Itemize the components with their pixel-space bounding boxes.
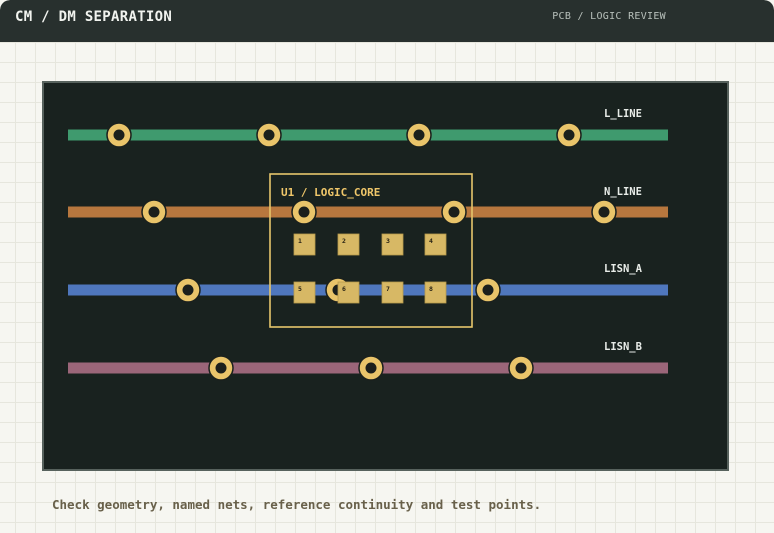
- net-label: LISN_B: [604, 341, 642, 353]
- pin-3[interactable]: 3: [381, 233, 404, 256]
- test-point[interactable]: [358, 355, 384, 381]
- pin-pad[interactable]: [293, 233, 316, 256]
- pin-pad[interactable]: [337, 281, 360, 304]
- test-point-hole: [482, 284, 494, 296]
- test-point-hole: [113, 129, 125, 141]
- pin-5[interactable]: 5: [293, 281, 316, 304]
- component-u1[interactable]: U1 / LOGIC_CORE: [269, 173, 473, 328]
- pin-7[interactable]: 7: [381, 281, 404, 304]
- pin-number: 8: [429, 285, 433, 293]
- pcb-board[interactable]: L_LINE N_LINE LISN_A LISN_B U1 / LOGIC_CORE 1…: [42, 81, 729, 471]
- test-point[interactable]: [256, 122, 282, 148]
- pin-number: 5: [298, 285, 302, 293]
- test-point[interactable]: [208, 355, 234, 381]
- test-point[interactable]: [106, 122, 132, 148]
- pin-pad[interactable]: [381, 281, 404, 304]
- pin-1[interactable]: 1: [293, 233, 316, 256]
- component-label: U1 / LOGIC_CORE: [281, 186, 380, 199]
- page-title: CM / DM SEPARATION: [15, 9, 173, 25]
- test-point[interactable]: [406, 122, 432, 148]
- pin-pad[interactable]: [424, 233, 447, 256]
- test-point[interactable]: [591, 199, 617, 225]
- net-label: L_LINE: [604, 108, 642, 120]
- pin-pad[interactable]: [381, 233, 404, 256]
- net-label: N_LINE: [604, 186, 642, 198]
- net-lisn-a[interactable]: LISN_A: [68, 263, 668, 296]
- pin-6[interactable]: 6: [337, 281, 360, 304]
- test-point-hole: [263, 129, 275, 141]
- net-n-line[interactable]: N_LINE: [68, 186, 668, 218]
- pin-number: 1: [298, 237, 302, 245]
- pin-number: 3: [386, 237, 390, 245]
- pin-8[interactable]: 8: [424, 281, 447, 304]
- test-point-hole: [298, 206, 310, 218]
- test-point-hole: [598, 206, 610, 218]
- pin-number: 6: [342, 285, 346, 293]
- trace-l-line[interactable]: [68, 129, 668, 141]
- test-point[interactable]: [475, 277, 501, 303]
- pin-number: 7: [386, 285, 390, 293]
- test-point-hole: [215, 362, 227, 374]
- header-bar: CM / DM SEPARATION PCB / LOGIC REVIEW: [0, 0, 774, 42]
- breadcrumb: PCB / LOGIC REVIEW: [552, 11, 666, 22]
- pin-4[interactable]: 4: [424, 233, 447, 256]
- pin-number: 2: [342, 237, 346, 245]
- test-point-hole: [148, 206, 160, 218]
- test-point-hole: [365, 362, 377, 374]
- pin-pad[interactable]: [337, 233, 360, 256]
- test-point-hole: [515, 362, 527, 374]
- pin-pad[interactable]: [424, 281, 447, 304]
- trace-lisn-a[interactable]: [68, 284, 668, 296]
- net-label: LISN_A: [604, 263, 643, 275]
- trace-n-line[interactable]: [68, 206, 668, 218]
- pin-pad[interactable]: [293, 281, 316, 304]
- review-instruction: Check geometry, named nets, reference co…: [52, 497, 542, 512]
- test-point-hole: [563, 129, 575, 141]
- net-l-line[interactable]: L_LINE: [68, 108, 668, 141]
- test-point[interactable]: [141, 199, 167, 225]
- component-outline[interactable]: [269, 173, 473, 328]
- test-point[interactable]: [508, 355, 534, 381]
- pin-number: 4: [429, 237, 433, 245]
- test-point-hole: [182, 284, 194, 296]
- test-point[interactable]: [291, 199, 317, 225]
- test-point-hole: [413, 129, 425, 141]
- test-point[interactable]: [175, 277, 201, 303]
- pin-2[interactable]: 2: [337, 233, 360, 256]
- test-point-hole: [448, 206, 460, 218]
- pcb-canvas[interactable]: L_LINE N_LINE LISN_A LISN_B U1 / LOGIC_CORE 1…: [44, 83, 727, 469]
- test-point[interactable]: [556, 122, 582, 148]
- test-point[interactable]: [441, 199, 467, 225]
